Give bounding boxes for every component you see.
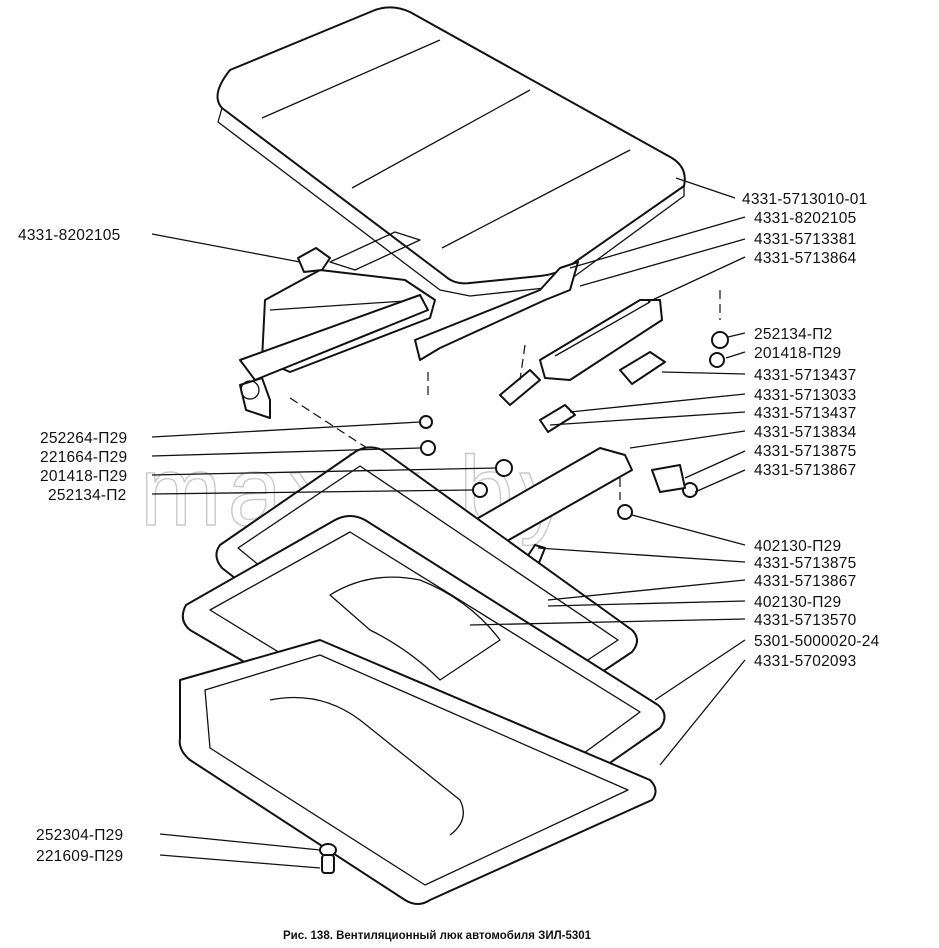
label-r9: 4331-5713437 <box>754 405 856 422</box>
label-l2: 252264-П29 <box>40 430 127 447</box>
outer-mounting-frame <box>178 639 657 905</box>
figure-caption: Рис. 138. Вентиляционный люк автомобиля … <box>283 930 592 942</box>
label-r10: 4331-5713834 <box>754 424 857 441</box>
label-r6: 201418-П29 <box>754 345 841 362</box>
label-r19: 4331-5702093 <box>754 653 856 670</box>
label-l4: 201418-П29 <box>40 468 127 485</box>
label-l6: 252304-П29 <box>36 827 123 844</box>
label-r15: 4331-5713867 <box>754 573 856 590</box>
label-r7: 4331-5713437 <box>754 367 856 384</box>
label-r8: 4331-5713033 <box>754 387 856 404</box>
label-r14: 4331-5713875 <box>754 555 856 572</box>
label-r12: 4331-5713867 <box>754 462 856 479</box>
hatch-lid <box>216 6 686 297</box>
bottom-bolt <box>319 843 337 874</box>
label-r4: 4331-5713864 <box>754 250 857 267</box>
label-l7: 221609-П29 <box>36 848 123 865</box>
label-r13: 402130-П29 <box>754 538 841 555</box>
leader-lines <box>151 177 746 869</box>
lid-hinge-bracket <box>329 231 579 361</box>
label-r1: 4331-5713010-01 <box>742 191 867 208</box>
label-r11: 4331-5713875 <box>754 443 856 460</box>
right-hinge-plate <box>539 299 663 381</box>
label-l5: 252134-П2 <box>48 487 126 504</box>
label-r5: 252134-П2 <box>754 326 832 343</box>
label-l3: 221664-П29 <box>40 449 127 466</box>
label-r18: 5301-5000020-24 <box>754 633 880 650</box>
label-r17: 4331-5713570 <box>754 612 857 629</box>
label-l1: 4331-8202105 <box>18 227 120 244</box>
label-r2: 4331-8202105 <box>754 210 856 227</box>
left-hinge-mechanism <box>239 247 436 419</box>
part-labels: 4331-8202105 4331-5713010-01 4331-820210… <box>18 191 880 865</box>
label-r16: 402130-П29 <box>754 594 841 611</box>
label-r3: 4331-5713381 <box>754 231 856 248</box>
